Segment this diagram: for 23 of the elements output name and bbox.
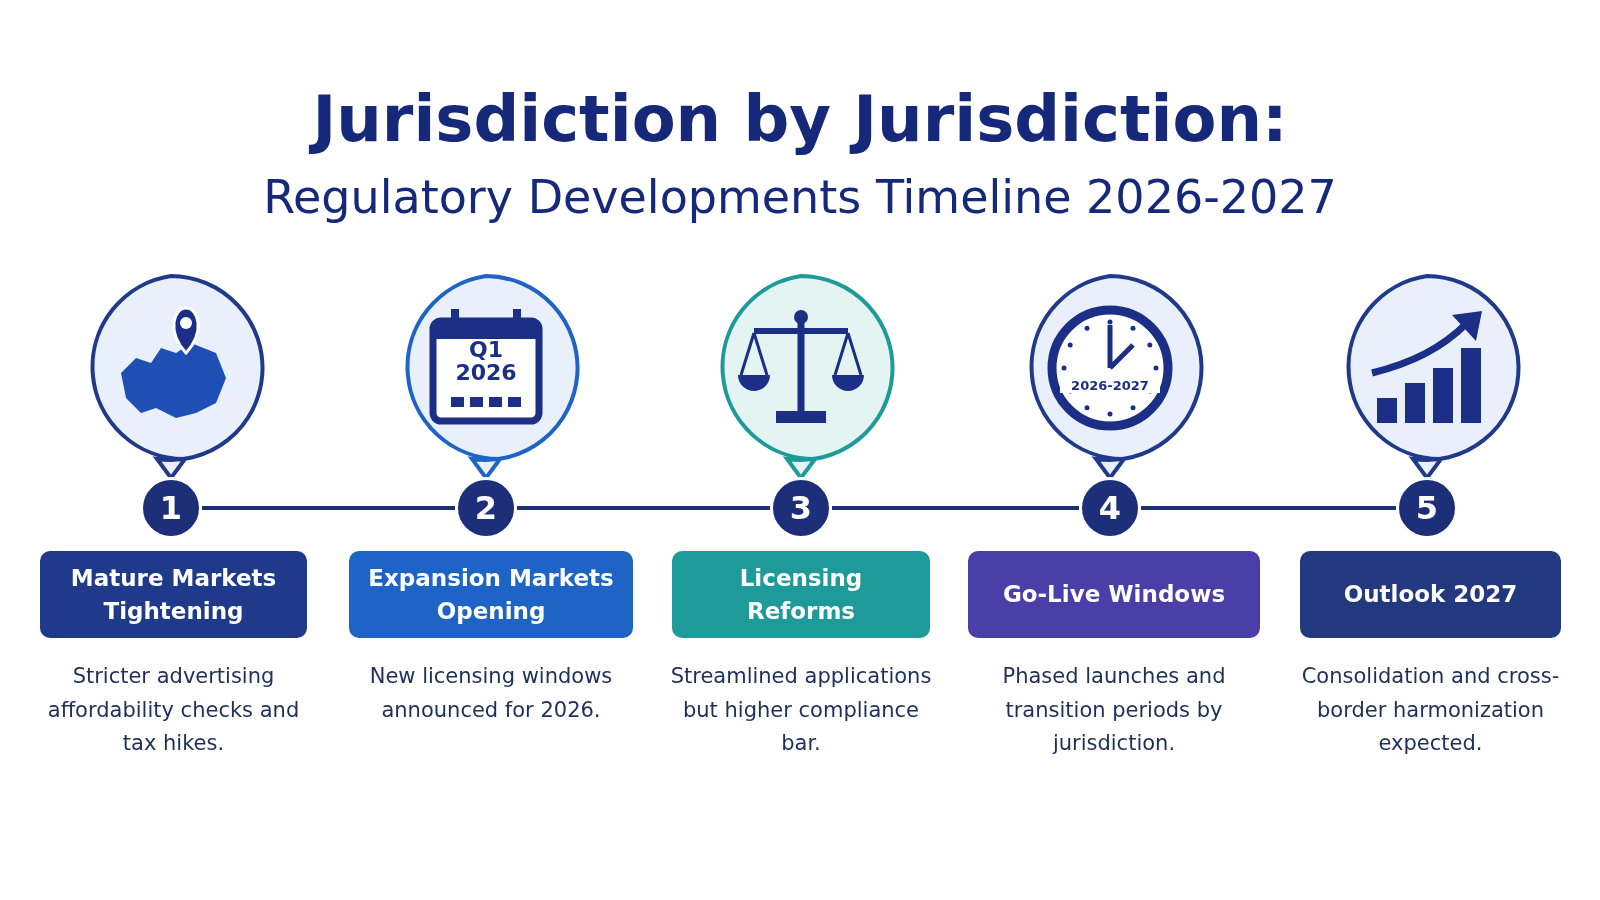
- step-number-circle: 1: [140, 477, 202, 539]
- description-text: Stricter advertising affordability checks and tax hikes.: [46, 663, 301, 758]
- step-number-circle: 2: [455, 477, 517, 539]
- step-title-box: Go-Live Windows: [968, 551, 1260, 638]
- step-title-box: Licensing Reforms: [672, 551, 930, 638]
- description-text: New licensing windows announced for 2026.: [368, 663, 614, 724]
- description-text: Phased launches and transition periods by jurisdiction.: [1001, 663, 1227, 758]
- calendar-label: Q1 2026: [454, 338, 518, 385]
- clock-label: 2026-2027: [1060, 378, 1160, 393]
- subtitle: Regulatory Developments Timeline 2026-2027: [262, 170, 1338, 224]
- timeline-connector: [1141, 506, 1396, 510]
- description-text: Streamlined applications but higher compliance bar.: [669, 663, 933, 758]
- step-title-box: Mature Markets Tightening: [40, 551, 307, 638]
- step-number-circle: 3: [770, 477, 832, 539]
- step-title-box: Outlook 2027: [1300, 551, 1561, 638]
- title: Jurisdiction by Jurisdiction:: [0, 82, 1600, 156]
- timeline-connector: [517, 506, 770, 510]
- step-number-circle: 4: [1079, 477, 1141, 539]
- step-title-box: Expansion Markets Opening: [349, 551, 633, 638]
- step-number-circle: 5: [1396, 477, 1458, 539]
- timeline-connector: [202, 506, 455, 510]
- description-text: Consolidation and cross-border harmonization expected.: [1300, 663, 1561, 758]
- timeline-connector: [832, 506, 1079, 510]
